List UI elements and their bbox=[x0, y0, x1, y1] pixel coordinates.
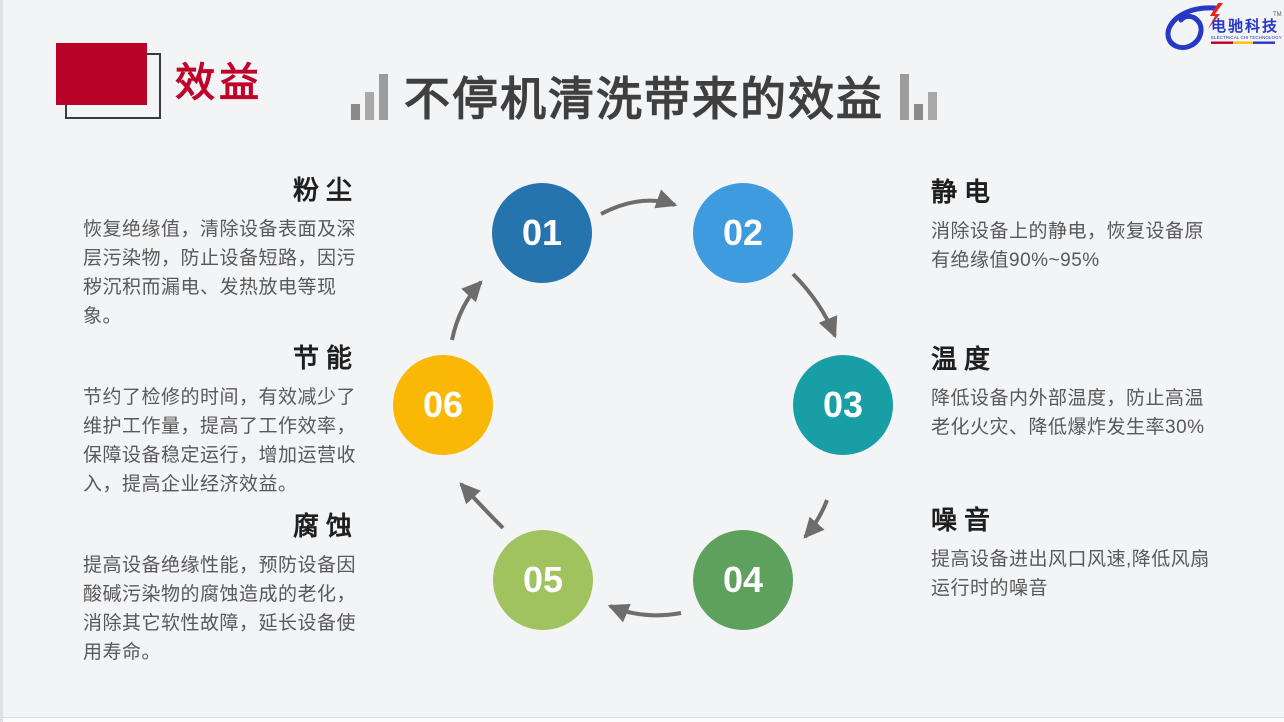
company-logo: 电驰科技 ELECTRICAL CHI TECHNOLOGY TM bbox=[1165, 3, 1282, 51]
header-accent-red-box bbox=[56, 43, 147, 105]
arrow-06-to-01-icon bbox=[450, 280, 483, 341]
logo-tagline-text: ELECTRICAL CHI TECHNOLOGY bbox=[1211, 35, 1282, 40]
step-number: 04 bbox=[722, 559, 764, 600]
arrow-05-to-06-icon bbox=[459, 482, 505, 530]
benefit-body: 提高设备绝缘性能，预防设备因酸碱污染物的腐蚀造成的老化，消除其它软性故障，延长设… bbox=[83, 554, 357, 663]
slide-bottom-edge bbox=[3, 717, 1284, 722]
bar-medium bbox=[928, 92, 937, 120]
cycle-step-04: 04 bbox=[693, 530, 793, 630]
benefit-block-temperature: 温度 降低设备内外部温度，防止高温老化火灾、降低爆炸发生率30% bbox=[931, 345, 1223, 442]
benefit-block-corrosion: 腐蚀 提高设备绝缘性能，预防设备因酸碱污染物的腐蚀造成的老化，消除其它软性故障，… bbox=[83, 512, 361, 667]
logo-trademark: TM bbox=[1273, 12, 1282, 18]
section-label: 效益 bbox=[175, 61, 263, 105]
benefit-block-energy-saving: 节能 节约了检修的时间，有效减少了维护工作量，提高了工作效率，保障设备稳定运行，… bbox=[83, 344, 361, 499]
page-title: 不停机清洗带来的效益 bbox=[404, 72, 884, 125]
benefit-body: 降低设备内外部温度，防止高温老化火灾、降低爆炸发生率30% bbox=[931, 387, 1205, 438]
arrow-02-to-03-icon bbox=[791, 272, 838, 339]
benefit-heading: 温度 bbox=[931, 344, 998, 374]
benefit-heading: 粉尘 bbox=[292, 175, 359, 205]
step-number: 01 bbox=[521, 212, 563, 253]
bar-large bbox=[379, 74, 388, 120]
bar-medium bbox=[365, 92, 374, 120]
benefit-heading: 腐蚀 bbox=[292, 511, 359, 541]
cycle-step-05: 05 bbox=[493, 530, 593, 630]
benefit-block-noise: 噪音 提高设备进出风口风速,降低风扇运行时的噪音 bbox=[931, 506, 1223, 603]
benefit-block-static: 静电 消除设备上的静电，恢复设备原有绝缘值90%~95% bbox=[931, 178, 1223, 275]
step-number: 05 bbox=[522, 559, 564, 600]
bar-small bbox=[351, 104, 360, 120]
benefit-block-dust: 粉尘 恢复绝缘值，清除设备表面及深层污染物，防止设备短路，因污秽沉积而漏电、发热… bbox=[83, 176, 361, 331]
benefit-body: 恢复绝缘值，清除设备表面及深层污染物，防止设备短路，因污秽沉积而漏电、发热放电等… bbox=[83, 218, 357, 327]
benefit-body: 节约了检修的时间，有效减少了维护工作量，提高了工作效率，保障设备稳定运行，增加运… bbox=[83, 386, 357, 495]
logo-swoosh-icon bbox=[1165, 5, 1218, 51]
bar-large bbox=[900, 74, 909, 120]
benefit-body: 消除设备上的静电，恢复设备原有绝缘值90%~95% bbox=[931, 220, 1205, 271]
benefit-heading: 噪音 bbox=[931, 505, 998, 535]
cycle-step-01: 01 bbox=[492, 183, 592, 283]
arrow-04-to-05-icon bbox=[607, 603, 682, 623]
arrow-01-to-02-icon bbox=[600, 189, 678, 216]
benefit-body: 提高设备进出风口风速,降低风扇运行时的噪音 bbox=[931, 548, 1210, 599]
logo-stripe-blue bbox=[1253, 41, 1275, 44]
logo-stripe-red bbox=[1211, 41, 1233, 44]
benefit-heading: 节能 bbox=[292, 343, 359, 373]
cycle-step-03: 03 bbox=[793, 355, 893, 455]
cycle-step-06: 06 bbox=[393, 355, 493, 455]
logo-lightning-icon bbox=[1208, 3, 1223, 29]
title-row: 不停机清洗带来的效益 bbox=[351, 74, 937, 123]
bar-chart-accent-left-icon bbox=[351, 74, 388, 120]
bar-small bbox=[914, 104, 923, 120]
cycle-step-02: 02 bbox=[693, 183, 793, 283]
step-number: 02 bbox=[722, 212, 764, 253]
benefit-heading: 静电 bbox=[931, 177, 998, 207]
step-number: 06 bbox=[422, 384, 464, 425]
logo-brand-text: 电驰科技 bbox=[1211, 17, 1279, 35]
step-number: 03 bbox=[822, 384, 864, 425]
bar-chart-accent-right-icon bbox=[900, 74, 937, 120]
logo-stripe-yellow bbox=[1233, 41, 1253, 44]
arrow-03-to-04-icon bbox=[803, 499, 829, 539]
